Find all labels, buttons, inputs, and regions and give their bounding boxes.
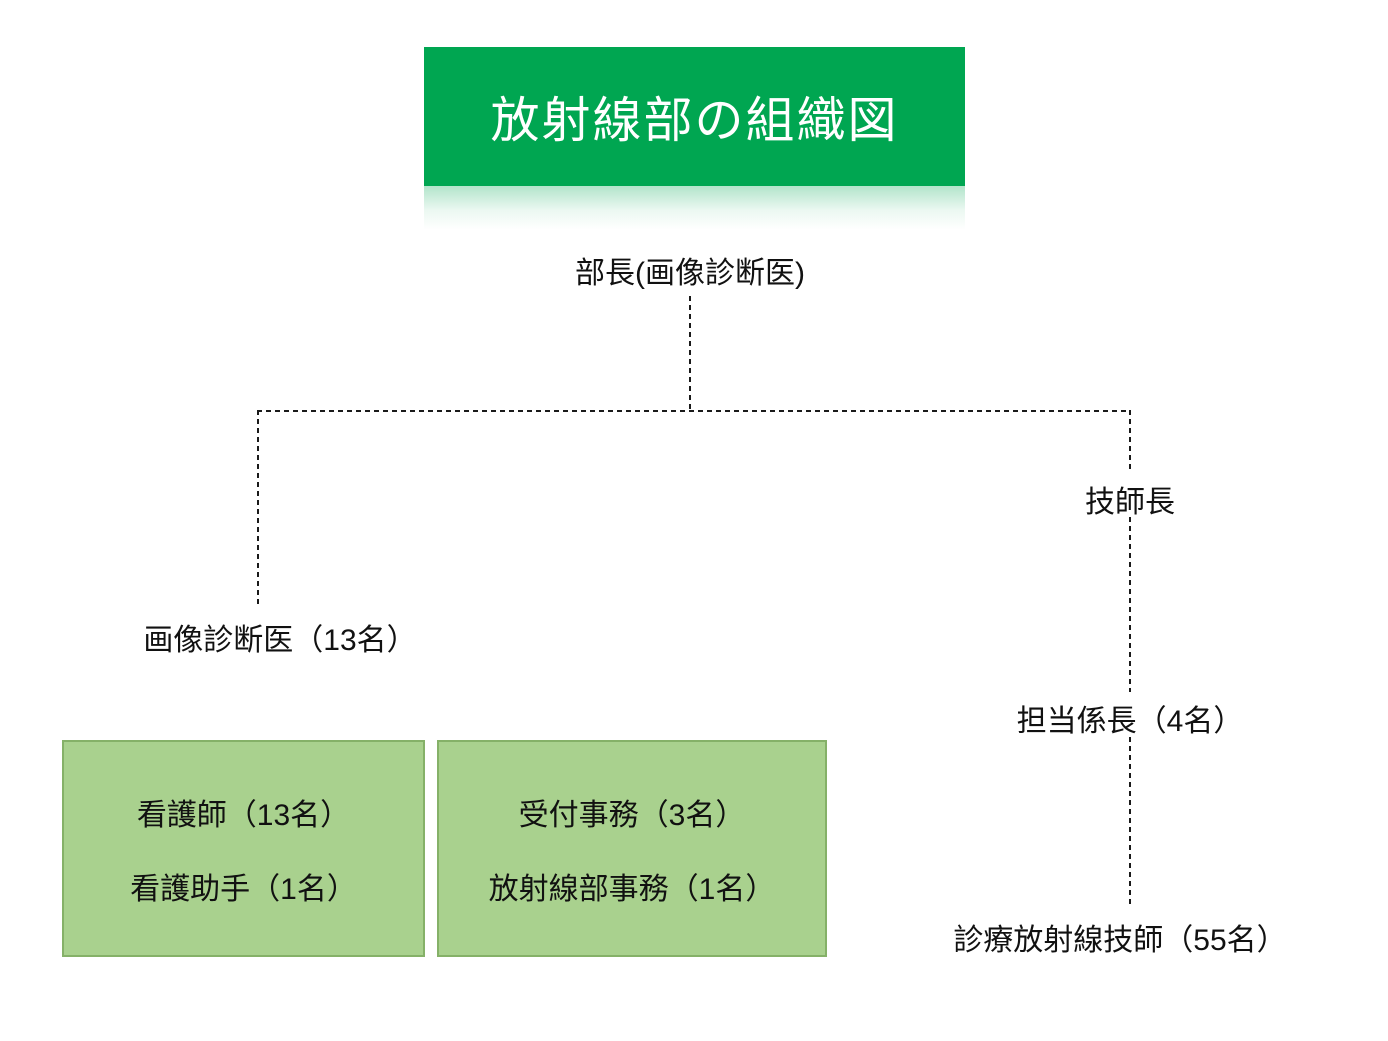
box-nursing-staff: 看護師（13名） 看護助手（1名） bbox=[62, 740, 425, 957]
node-chief-technologist: 技師長 bbox=[1085, 486, 1175, 519]
node-diagnostic-physicians: 画像診断医（13名） bbox=[143, 624, 417, 657]
node-section-chiefs: 担当係長（4名） bbox=[1016, 705, 1244, 738]
node-director: 部長(画像診断医) bbox=[575, 257, 805, 290]
clerical-line-1: 受付事務（3名） bbox=[518, 798, 746, 832]
connector-right-seg1 bbox=[1129, 410, 1131, 472]
connector-right-seg2 bbox=[1129, 517, 1131, 692]
clerical-line-2: 放射線部事務（1名） bbox=[488, 872, 776, 906]
box-clerical-staff: 受付事務（3名） 放射線部事務（1名） bbox=[437, 740, 827, 957]
connector-right-seg3 bbox=[1129, 737, 1131, 907]
connector-left-down bbox=[257, 410, 259, 607]
nursing-line-2: 看護助手（1名） bbox=[130, 872, 357, 906]
title-reflection bbox=[424, 186, 965, 230]
node-radiologic-technologists: 診療放射線技師（55名） bbox=[953, 924, 1287, 957]
connector-director-down bbox=[689, 296, 691, 410]
chart-title-box: 放射線部の組織図 bbox=[424, 47, 965, 186]
connector-branch-horizontal bbox=[257, 410, 1131, 412]
nursing-line-1: 看護師（13名） bbox=[136, 798, 351, 832]
chart-title: 放射線部の組織図 bbox=[490, 94, 899, 148]
